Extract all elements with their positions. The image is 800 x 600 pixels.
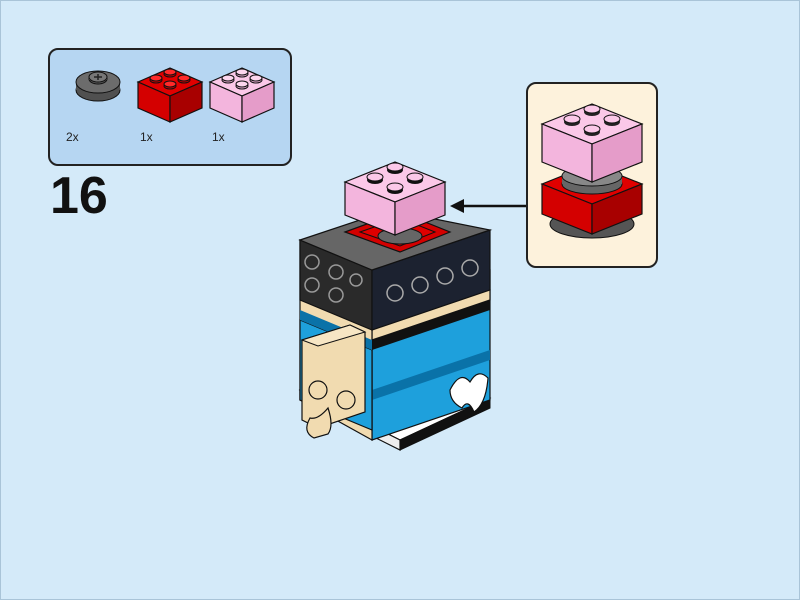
arrow-icon	[450, 199, 526, 213]
part-quantity: 1x	[212, 130, 225, 144]
pink-brick-icon	[208, 67, 276, 123]
part-quantity: 1x	[140, 130, 153, 144]
part-item-pink-brick: 1x	[208, 64, 286, 154]
part-quantity: 2x	[66, 130, 79, 144]
parts-list-box: 2x 1x	[48, 48, 292, 166]
sub-assembly-illustration	[540, 103, 644, 239]
step-number: 16	[50, 167, 108, 225]
part-item-round-plate: 2x	[66, 64, 150, 154]
brick-model-illustration	[298, 161, 493, 451]
part-item-red-brick: 1x	[136, 64, 214, 154]
round-plate-icon	[75, 70, 121, 102]
red-brick-icon	[136, 67, 204, 123]
sub-assembly-callout	[526, 82, 658, 268]
